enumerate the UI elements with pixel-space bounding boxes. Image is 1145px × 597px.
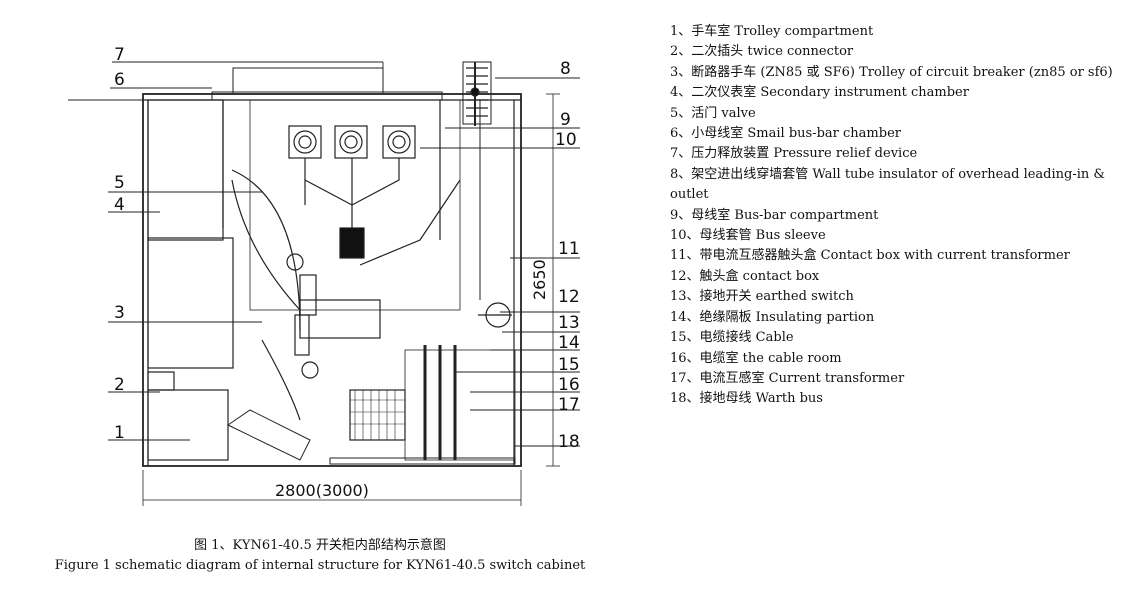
callout-10: 10 bbox=[555, 130, 577, 150]
current-transformer bbox=[349, 389, 406, 441]
caption-chinese: 图 1、KYN61-40.5 开关柜内部结构示意图 bbox=[194, 538, 446, 553]
legend-item: 12、触头盒 contact box bbox=[670, 268, 820, 284]
pressure-relief-device bbox=[232, 67, 384, 95]
trolley-compartment bbox=[147, 389, 229, 461]
callout-4: 4 bbox=[114, 195, 125, 215]
legend-item: 9、母线室 Bus-bar compartment bbox=[670, 207, 879, 223]
callout-1: 1 bbox=[114, 423, 125, 443]
legend-item: 15、电缆接线 Cable bbox=[670, 330, 794, 346]
callout-labels: 7 6 8 9 10 5 4 11 12 3 13 14 15 2 16 17 … bbox=[114, 45, 580, 500]
height-dimension-label: 2650 bbox=[530, 259, 549, 300]
height-dimension-line bbox=[546, 93, 560, 467]
legend-item: 13、接地开关 earthed switch bbox=[670, 289, 854, 305]
bus-sleeves bbox=[288, 125, 416, 159]
legend-item: 6、小母线室 Smail bus-bar chamber bbox=[670, 126, 901, 142]
callout-11: 11 bbox=[558, 239, 580, 259]
callout-8: 8 bbox=[560, 59, 571, 79]
caption-english: Figure 1 schematic diagram of internal s… bbox=[54, 558, 586, 573]
legend-item: 5、活门 valve bbox=[670, 105, 756, 121]
legend-item: 17、电流互感室 Current transformer bbox=[670, 370, 905, 386]
legend-item: 10、母线套管 Bus sleeve bbox=[670, 228, 826, 244]
callout-13: 13 bbox=[558, 313, 580, 333]
twice-connector bbox=[147, 371, 175, 391]
earth-bus bbox=[329, 457, 516, 465]
legend-item: 2、二次插头 twice connector bbox=[670, 44, 854, 60]
width-dimension-line bbox=[142, 470, 522, 506]
callout-2: 2 bbox=[114, 375, 125, 395]
callout-7: 7 bbox=[114, 45, 125, 65]
figure-caption: 图 1、KYN61-40.5 开关柜内部结构示意图 Figure 1 schem… bbox=[0, 536, 640, 576]
wall-tube-insulator bbox=[462, 61, 492, 126]
cabinet-diagram: 7 6 8 9 10 5 4 11 12 3 13 14 15 2 16 17 … bbox=[68, 45, 580, 506]
legend-item: 11、带电流互感器触头盒 Contact box with current tr… bbox=[670, 248, 1070, 264]
width-dimension-label: 2800(3000) bbox=[275, 481, 369, 500]
callout-3: 3 bbox=[114, 303, 125, 323]
cabinet-outline bbox=[142, 93, 522, 467]
legend-item: 18、接地母线 Warth bus bbox=[670, 391, 823, 407]
legend-item: 3、断路器手车 (ZN85 或 SF6) Trolley of circuit … bbox=[670, 64, 1113, 80]
callout-16: 16 bbox=[558, 375, 580, 395]
legend-item: 14、绝缘隔板 Insulating partion bbox=[670, 309, 875, 325]
valve-shutter bbox=[231, 169, 301, 331]
breaker-trolley bbox=[227, 409, 311, 461]
legend-item: 7、压力释放装置 Pressure relief device bbox=[670, 146, 918, 162]
cable-room bbox=[404, 349, 516, 461]
cables bbox=[423, 345, 457, 460]
component-legend: 1、手车室 Trolley compartment 2、二次插头 twice c… bbox=[670, 22, 1140, 410]
callout-9: 9 bbox=[560, 110, 571, 130]
callout-18: 18 bbox=[558, 432, 580, 452]
legend-item: 4、二次仪表室 Secondary instrument chamber bbox=[670, 85, 969, 101]
contact-box-with-ct bbox=[339, 227, 365, 259]
secondary-instrument-chamber bbox=[147, 99, 224, 241]
callout-14: 14 bbox=[558, 333, 580, 353]
legend-item: 1、手车室 Trolley compartment bbox=[670, 24, 874, 39]
legend-item: 8、架空进出线穿墙套管 Wall tube insulator of overh… bbox=[670, 166, 1105, 203]
legend-item: 16、电缆室 the cable room bbox=[670, 350, 842, 366]
busbar-compartment bbox=[249, 99, 461, 311]
callout-5: 5 bbox=[114, 173, 125, 193]
callout-6: 6 bbox=[114, 70, 125, 90]
callout-17: 17 bbox=[558, 395, 580, 415]
callout-15: 15 bbox=[558, 355, 580, 375]
callout-12: 12 bbox=[558, 287, 580, 307]
